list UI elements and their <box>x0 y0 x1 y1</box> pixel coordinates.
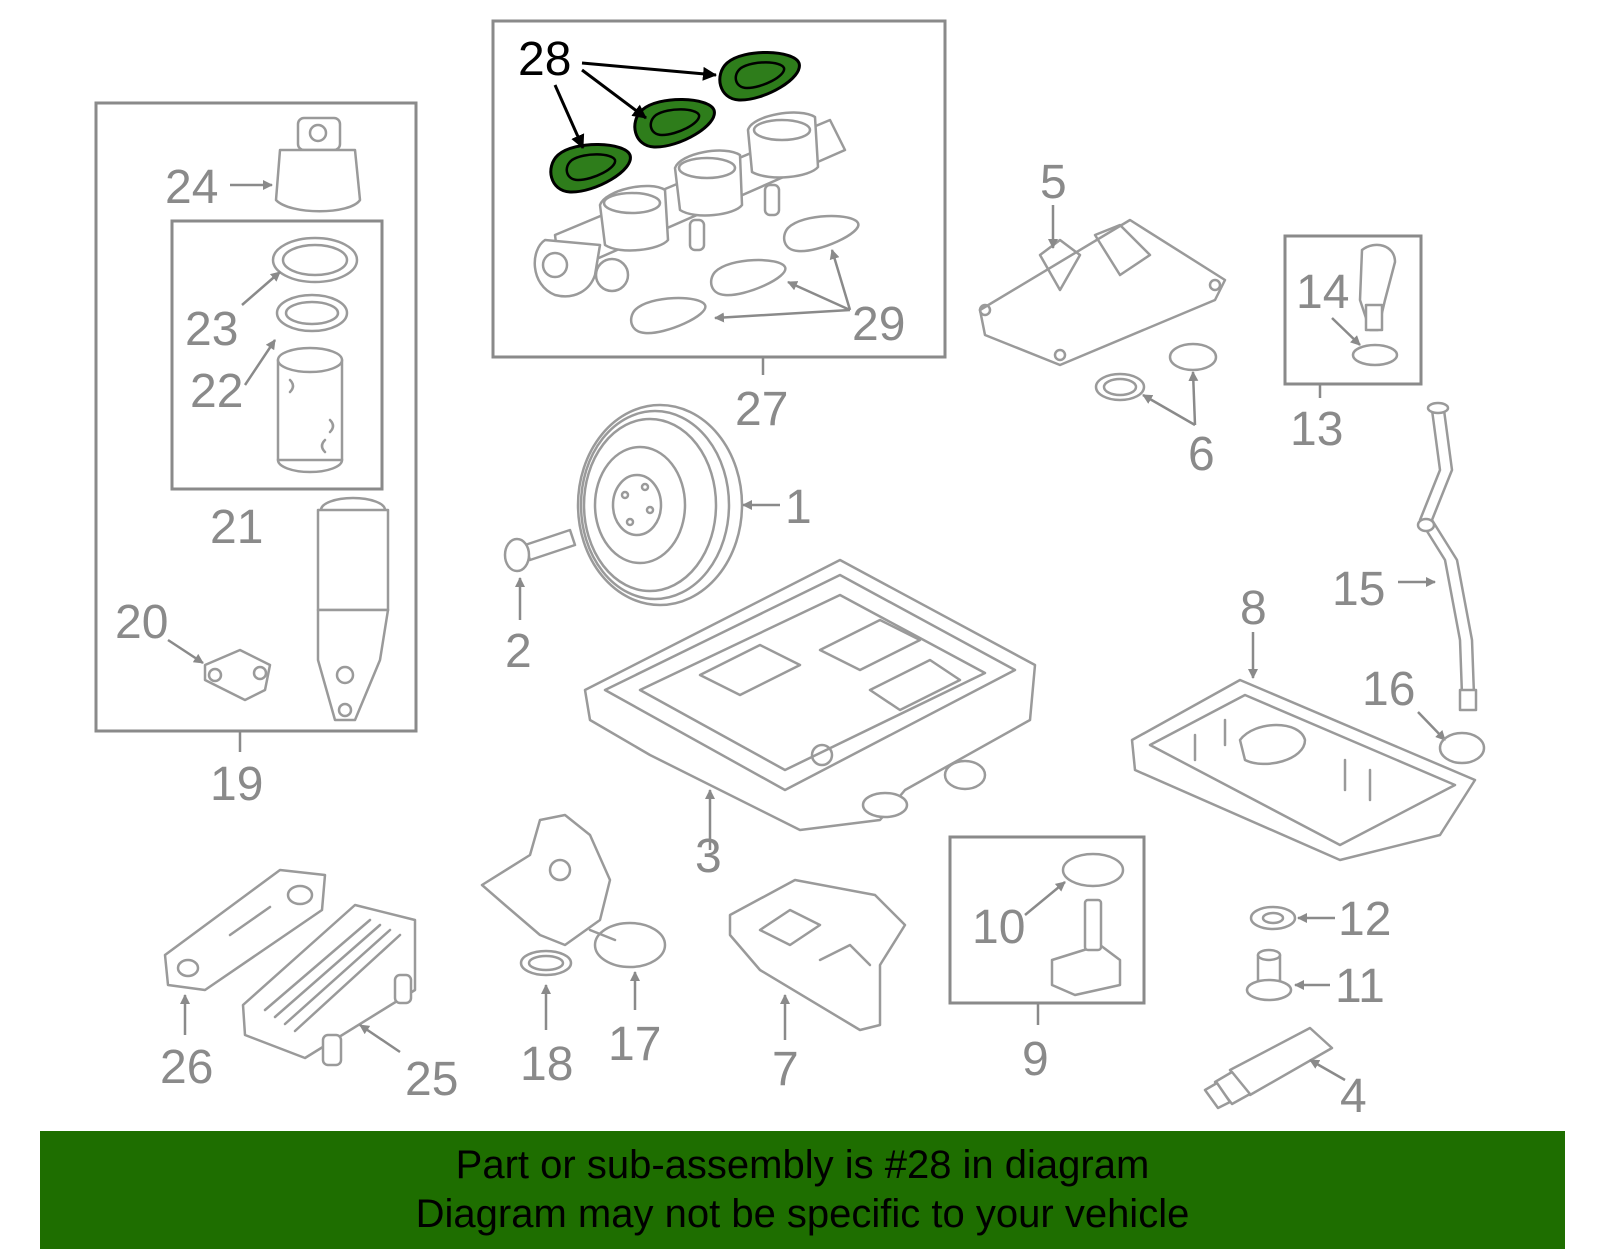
callout-13: 13 <box>1290 403 1343 456</box>
oring-22 <box>275 293 349 333</box>
gasket-29 <box>629 214 860 335</box>
callout-18: 18 <box>520 1038 573 1091</box>
filter-element <box>276 346 344 474</box>
callout-22: 22 <box>190 365 243 418</box>
upper-oil-pan <box>583 558 1037 832</box>
oil-pressure-switch-20 <box>203 648 272 702</box>
callout-29: 29 <box>852 298 905 351</box>
group-box-13 <box>1283 234 1423 386</box>
callout-2: 2 <box>505 625 532 678</box>
intake-manifold <box>533 111 847 298</box>
oring-6a <box>1168 342 1218 372</box>
callout-28: 28 <box>518 33 571 86</box>
banner-line-disclaimer: Diagram may not be specific to your vehi… <box>415 1192 1190 1236</box>
oring-6b <box>1094 372 1146 402</box>
pulley-bolt <box>503 528 577 573</box>
callout-12: 12 <box>1338 893 1391 946</box>
callout-8: 8 <box>1240 582 1267 635</box>
oring-23 <box>271 236 359 284</box>
callout-15: 15 <box>1332 563 1385 616</box>
callout-5: 5 <box>1040 156 1067 209</box>
callout-14: 14 <box>1296 266 1349 319</box>
callout-1: 1 <box>785 481 812 534</box>
highlighted-gasket-28 <box>549 51 801 194</box>
group-box-19 <box>94 101 418 733</box>
sealant-tube-4 <box>1203 1026 1334 1110</box>
callout-23: 23 <box>185 303 238 356</box>
oil-level-sensor <box>1050 898 1122 997</box>
crankshaft-pulley <box>576 403 744 607</box>
callout-24: 24 <box>165 161 218 214</box>
callout-9: 9 <box>1022 1033 1049 1086</box>
callout-25: 25 <box>405 1053 458 1106</box>
callout-3: 3 <box>695 830 722 883</box>
callout-21: 21 <box>210 501 263 554</box>
callout-11: 11 <box>1335 960 1385 1013</box>
cover-7 <box>728 878 907 1032</box>
callout-20: 20 <box>115 596 168 649</box>
callout-19: 19 <box>210 758 263 811</box>
oring-14 <box>1351 343 1399 367</box>
callout-4: 4 <box>1340 1070 1367 1123</box>
dipstick-handle-14 <box>1358 243 1397 332</box>
callout-16: 16 <box>1362 663 1415 716</box>
washer-12 <box>1249 905 1297 931</box>
callout-17: 17 <box>608 1018 661 1071</box>
callout-10: 10 <box>972 901 1025 954</box>
oil-cooler-25 <box>241 903 417 1067</box>
filter-cap-24 <box>274 116 362 213</box>
oring-16 <box>1438 731 1486 765</box>
drain-plug-11 <box>1245 948 1293 1002</box>
banner-line-part: Part or sub-assembly is #28 in diagram <box>455 1143 1150 1187</box>
lower-oil-pan-8 <box>1130 678 1477 862</box>
group-box-9 <box>948 835 1146 1005</box>
oil-cooler-gasket-26 <box>163 868 327 992</box>
filter-housing <box>316 496 390 722</box>
callout-6: 6 <box>1188 428 1215 481</box>
oil-pump-17 <box>480 813 667 969</box>
callout-26: 26 <box>160 1041 213 1094</box>
callout-7: 7 <box>772 1043 799 1096</box>
oring-10 <box>1061 852 1125 888</box>
group-box-27 <box>491 19 947 359</box>
oring-18 <box>519 949 573 977</box>
callout-27: 27 <box>735 383 788 436</box>
info-banner: Part or sub-assembly is #28 in diagram D… <box>40 1131 1565 1249</box>
dipstick-tube-15 <box>1416 401 1478 712</box>
group-box-21 <box>170 219 384 491</box>
